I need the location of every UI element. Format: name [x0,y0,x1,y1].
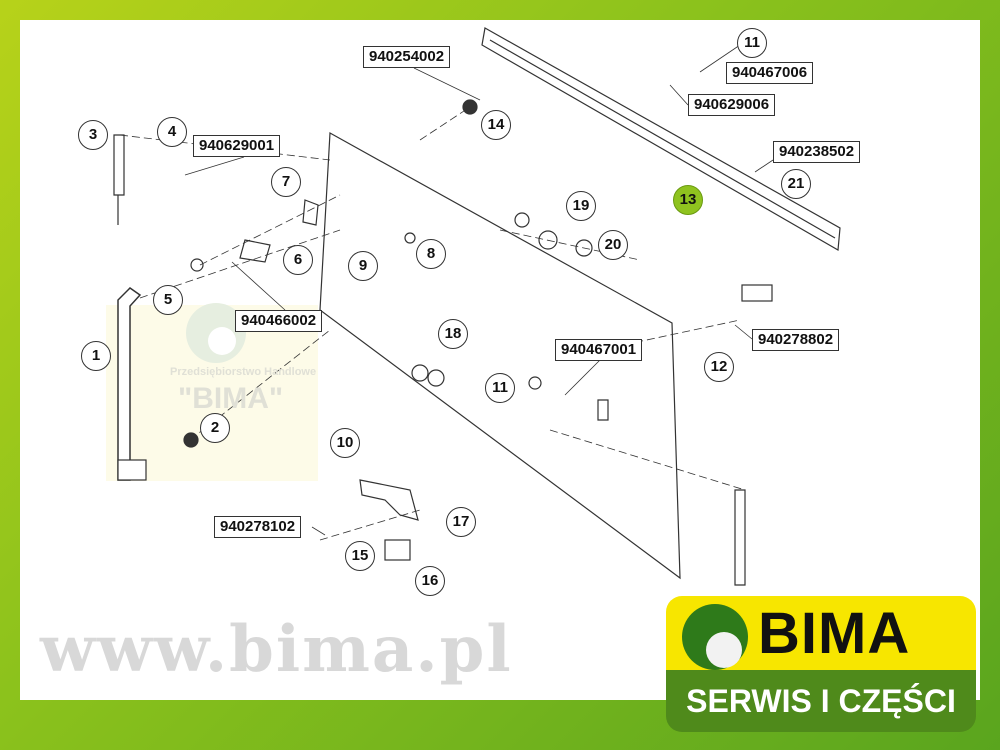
callout-8[interactable]: 8 [416,239,446,269]
callout-19[interactable]: 19 [566,191,596,221]
part-number-940629001[interactable]: 940629001 [193,135,281,157]
callout-2[interactable]: 2 [200,413,230,443]
part-number-940466002[interactable]: 940466002 [235,310,323,332]
callout-13-highlighted[interactable]: 13 [673,185,703,215]
handle-bar [117,287,142,481]
callout-20[interactable]: 20 [598,230,628,260]
stamp-ball-icon [186,303,246,363]
callout-3[interactable]: 3 [78,120,108,150]
callout-1[interactable]: 1 [81,341,111,371]
callout-12[interactable]: 12 [704,352,734,382]
logo-tagline: SERWIS I CZĘŚCI [686,683,956,719]
gas-strut-right [734,489,746,586]
website-watermark: www.bima.pl [40,612,513,687]
logo-bottom-band [666,670,976,732]
stamp-line2: "BIMA" [178,382,284,415]
door-panel [319,132,681,580]
logo-brand: BIMA [758,601,911,666]
callout-5[interactable]: 5 [153,285,183,315]
company-stamp-watermark [106,303,318,481]
logo-ball-icon [706,632,742,668]
callout-4[interactable]: 4 [157,117,187,147]
stamp-line1: Przedsiębiorstwo Handlowe [170,366,317,378]
part-number-940238502[interactable]: 940238502 [773,141,861,163]
callout-9[interactable]: 9 [348,251,378,281]
callout-10[interactable]: 10 [330,428,360,458]
callout-6[interactable]: 6 [283,245,313,275]
callout-16[interactable]: 16 [415,566,445,596]
part-number-940254002[interactable]: 940254002 [363,46,451,68]
callout-11-mid[interactable]: 11 [485,373,515,403]
part-number-940629006[interactable]: 940629006 [688,94,776,116]
callout-15[interactable]: 15 [345,541,375,571]
callout-7[interactable]: 7 [271,167,301,197]
callout-14[interactable]: 14 [481,110,511,140]
callout-18[interactable]: 18 [438,319,468,349]
gas-strut-left [113,134,125,225]
part-number-940278802[interactable]: 940278802 [752,329,840,351]
latch-10 [359,479,419,521]
callout-17[interactable]: 17 [446,507,476,537]
top-rail [481,27,841,251]
diagram-canvas: www.bima.pl [20,20,980,700]
callout-21[interactable]: 21 [781,169,811,199]
part-number-940467001[interactable]: 940467001 [555,339,643,361]
part-number-940467006[interactable]: 940467006 [726,62,814,84]
callout-11-top[interactable]: 11 [737,28,767,58]
part-number-940278102[interactable]: 940278102 [214,516,302,538]
bima-logo: BIMA SERWIS I CZĘŚCI [666,596,976,736]
